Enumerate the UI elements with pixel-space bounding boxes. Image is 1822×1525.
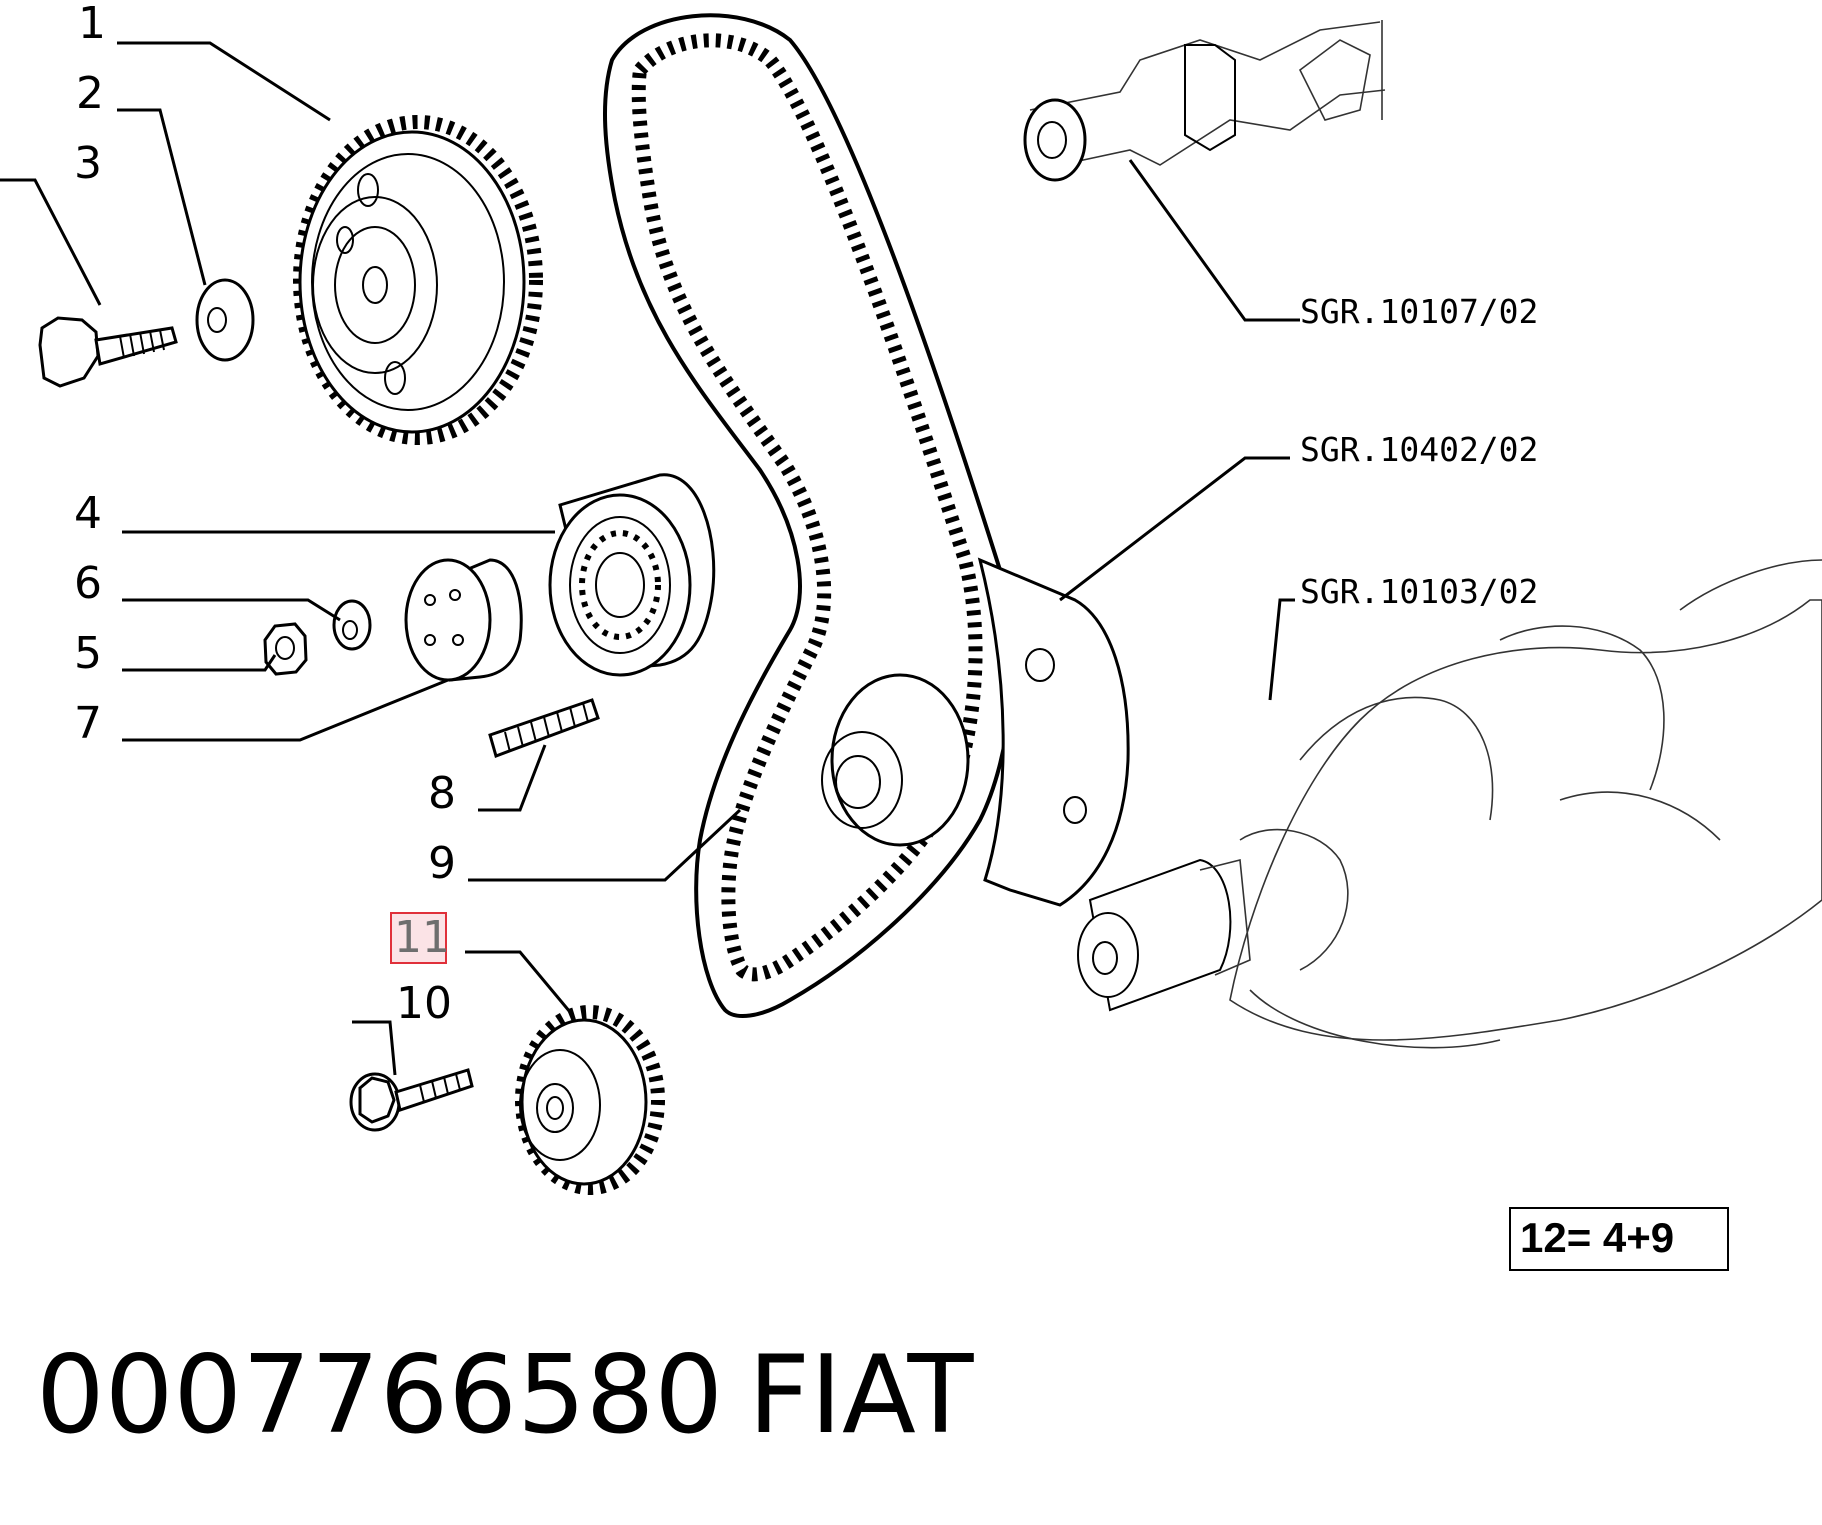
callout-labels: 1 2 3 4 6 5 7 8 9 11 10 xyxy=(74,0,456,1029)
formula-box: 12= 4+9 xyxy=(1509,1207,1729,1271)
callout-label-2: 2 xyxy=(76,68,104,119)
leader-lines xyxy=(0,41,1300,1076)
pulley-bolt-drawing xyxy=(349,1068,474,1132)
tensioner-drawing xyxy=(263,473,716,682)
ref-cover: SGR.10402/02 xyxy=(1300,430,1538,469)
callout-label-1: 1 xyxy=(78,0,106,49)
brand-name: FIAT xyxy=(748,1333,974,1458)
callout-label-8: 8 xyxy=(428,768,456,819)
pump-cover-drawing xyxy=(821,557,1130,907)
callout-label-4: 4 xyxy=(74,488,102,539)
callout-label-3: 3 xyxy=(74,138,102,189)
ref-camshaft: SGR.10107/02 xyxy=(1300,292,1538,331)
callout-label-7: 7 xyxy=(74,698,102,749)
cam-pulley-drawing xyxy=(293,115,543,445)
stud-drawing xyxy=(488,698,600,758)
highlight-box[interactable] xyxy=(390,912,447,964)
bolt-drawing xyxy=(38,316,178,388)
camshaft-drawing xyxy=(1023,20,1386,182)
ref-crankshaft: SGR.10103/02 xyxy=(1300,572,1538,611)
callout-label-9: 9 xyxy=(428,838,456,889)
crankshaft-drawing xyxy=(1077,559,1822,1049)
reference-labels: SGR.10107/02 SGR.10402/02 SGR.10103/02 xyxy=(1300,292,1538,611)
part-number: 0007766580 xyxy=(36,1333,723,1458)
callout-label-10: 10 xyxy=(396,978,452,1029)
callout-label-11[interactable]: 11 xyxy=(394,912,450,963)
crank-pulley-drawing xyxy=(515,1005,665,1195)
callout-label-6: 6 xyxy=(74,558,102,609)
formula-text: 12= 4+9 xyxy=(1520,1214,1674,1261)
washer-drawing xyxy=(195,278,255,362)
callout-label-5: 5 xyxy=(74,628,102,679)
footer: 0007766580 FIAT xyxy=(36,1333,974,1458)
